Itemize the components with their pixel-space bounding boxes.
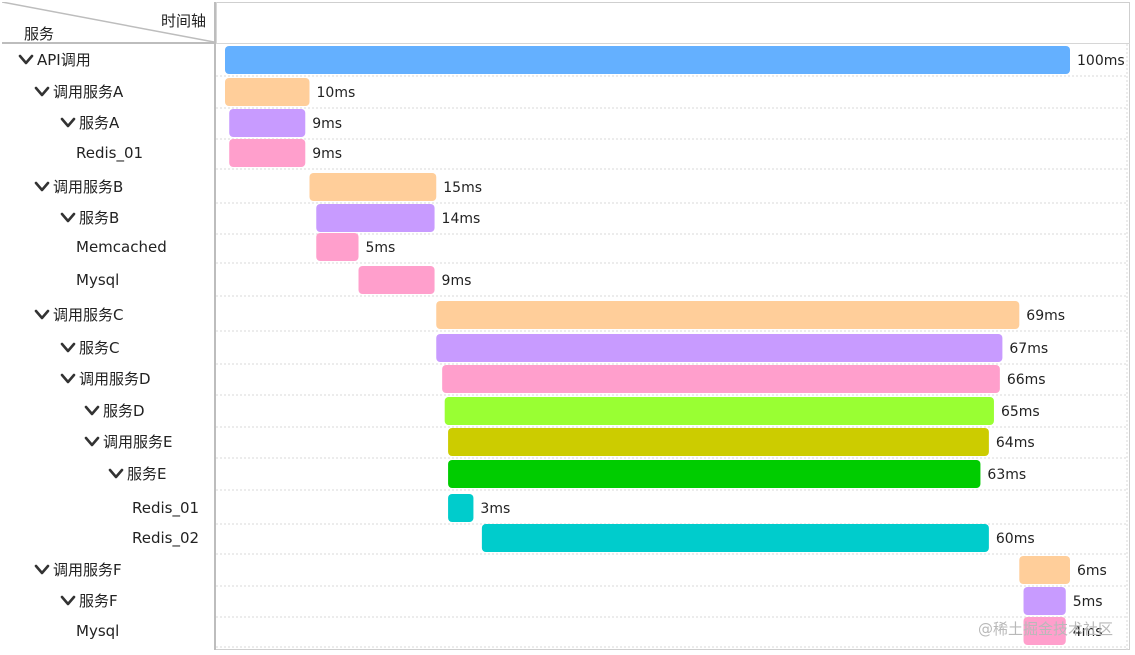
chevron-down-icon[interactable] xyxy=(60,373,76,385)
service-column-label: 服务 xyxy=(24,25,55,43)
tree-row[interactable]: 服务A xyxy=(60,111,119,135)
chevron-down-icon[interactable] xyxy=(34,86,50,98)
duration-bar[interactable] xyxy=(1019,556,1070,584)
duration-bar[interactable] xyxy=(436,334,1003,362)
duration-bar[interactable] xyxy=(229,139,306,167)
duration-label: 9ms xyxy=(312,116,342,132)
tree-row-label: Redis_01 xyxy=(76,144,144,162)
tree-row-label: 服务B xyxy=(79,209,120,227)
timeline-header xyxy=(216,2,1130,44)
tree-row[interactable]: 服务B xyxy=(60,206,119,230)
chevron-down-icon[interactable] xyxy=(34,181,50,193)
tree-row: Redis_01 xyxy=(76,141,143,165)
tree-row[interactable]: 服务F xyxy=(60,589,118,613)
chevron-down-icon[interactable] xyxy=(60,342,76,354)
chevron-down-icon[interactable] xyxy=(60,212,76,224)
timeline-column-label: 时间轴 xyxy=(160,12,206,30)
chevron-down-icon[interactable] xyxy=(84,405,100,417)
duration-label: 14ms xyxy=(442,211,481,227)
tree-row[interactable]: API调用 xyxy=(18,48,91,72)
duration-label: 60ms xyxy=(996,531,1035,547)
timeline-chart: 100ms 10ms 9ms 9ms 15ms 14ms 5ms 9ms 69ms 67ms 66m… xyxy=(216,44,1128,650)
tree-row: Mysql xyxy=(76,619,119,643)
duration-label: 3ms xyxy=(480,501,510,517)
chevron-down-icon[interactable] xyxy=(84,436,100,448)
tree-row: Redis_01 xyxy=(132,496,199,520)
chevron-down-icon[interactable] xyxy=(18,54,34,66)
duration-bar[interactable] xyxy=(436,301,1020,329)
duration-label: 10ms xyxy=(317,85,356,101)
tree-row[interactable]: 服务E xyxy=(108,462,166,486)
duration-bar[interactable] xyxy=(229,109,306,137)
duration-label: 15ms xyxy=(443,180,482,196)
duration-label: 100ms xyxy=(1077,53,1125,69)
duration-bar[interactable] xyxy=(316,233,359,261)
duration-bar[interactable] xyxy=(1023,587,1066,615)
tree-row: Redis_02 xyxy=(132,526,199,550)
tree-row: Memcached xyxy=(76,235,167,259)
duration-label: 4ms xyxy=(1073,624,1103,640)
tree-row-label: 调用服务E xyxy=(103,433,173,451)
tree-row-label: 调用服务B xyxy=(53,178,124,196)
duration-bar[interactable] xyxy=(225,78,310,106)
tree-row[interactable]: 调用服务B xyxy=(34,175,123,199)
duration-bar[interactable] xyxy=(444,397,994,425)
duration-bar[interactable] xyxy=(1023,617,1066,645)
watermark: @稀土掘金技术社区 xyxy=(977,620,1113,638)
duration-bar[interactable] xyxy=(448,428,989,456)
duration-label: 6ms xyxy=(1077,563,1107,579)
tree-row-label: 调用服务A xyxy=(53,83,124,101)
duration-label: 67ms xyxy=(1009,341,1048,357)
duration-label: 5ms xyxy=(366,240,396,256)
tree-row-label: API调用 xyxy=(37,51,91,69)
chevron-down-icon[interactable] xyxy=(34,309,50,321)
tree-row-label: 调用服务C xyxy=(53,306,124,324)
tree-row-label: Redis_01 xyxy=(132,499,200,517)
chevron-down-icon[interactable] xyxy=(34,564,50,576)
duration-label: 9ms xyxy=(312,146,342,162)
duration-label: 69ms xyxy=(1026,308,1065,324)
chevron-down-icon[interactable] xyxy=(108,468,124,480)
duration-label: 64ms xyxy=(996,435,1035,451)
duration-bar[interactable] xyxy=(448,460,981,488)
tree-row-label: Memcached xyxy=(76,238,167,256)
duration-bar[interactable] xyxy=(316,204,435,232)
duration-label: 9ms xyxy=(442,273,472,289)
duration-bar[interactable] xyxy=(448,494,474,522)
chevron-down-icon[interactable] xyxy=(60,117,76,129)
tree-row-label: 服务C xyxy=(79,339,120,357)
tree-row-label: Mysql xyxy=(76,622,120,640)
tree-row-label: Mysql xyxy=(76,271,120,289)
duration-label: 5ms xyxy=(1073,594,1103,610)
duration-label: 63ms xyxy=(987,467,1026,483)
duration-bar[interactable] xyxy=(309,173,437,201)
header-corner: 服务 时间轴 xyxy=(2,2,216,44)
duration-label: 65ms xyxy=(1001,404,1040,420)
header-diagonal xyxy=(2,2,215,43)
tree-row-label: Redis_02 xyxy=(132,529,200,547)
chevron-down-icon[interactable] xyxy=(60,595,76,607)
tree-row-label: 服务A xyxy=(79,114,120,132)
tree-row-label: 调用服务D xyxy=(79,370,151,388)
tree-row-label: 服务F xyxy=(79,592,118,610)
tree-row[interactable]: 调用服务C xyxy=(34,303,123,327)
tree-row[interactable]: 服务D xyxy=(84,399,145,423)
tree-row: Mysql xyxy=(76,268,119,292)
tree-row-label: 服务E xyxy=(127,465,167,483)
tree-row[interactable]: 服务C xyxy=(60,336,119,360)
tree-row[interactable]: 调用服务F xyxy=(34,558,122,582)
tree-row-label: 调用服务F xyxy=(53,561,122,579)
duration-bar[interactable] xyxy=(442,365,1000,393)
tree-row[interactable]: 调用服务A xyxy=(34,80,123,104)
tree-row[interactable]: 调用服务E xyxy=(84,430,172,454)
tree-row-label: 服务D xyxy=(103,402,145,420)
duration-label: 66ms xyxy=(1007,372,1046,388)
tree-row[interactable]: 调用服务D xyxy=(60,367,151,391)
duration-bar[interactable] xyxy=(481,524,989,552)
duration-bar[interactable] xyxy=(225,46,1070,74)
duration-bar[interactable] xyxy=(358,266,435,294)
